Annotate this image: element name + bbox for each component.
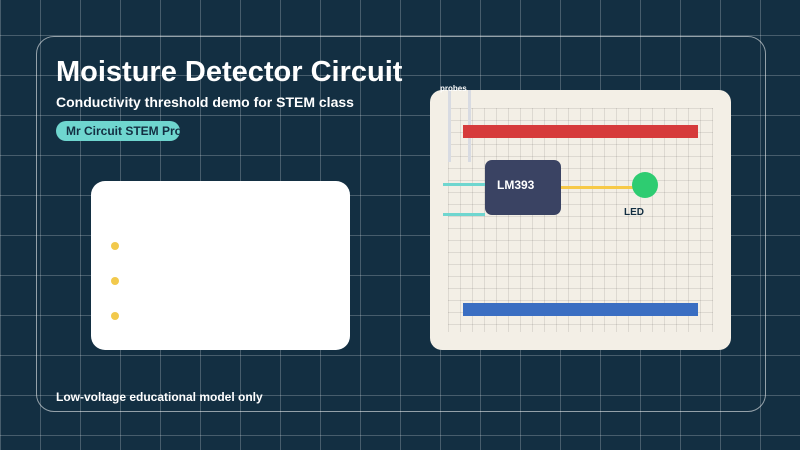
page-title: Moisture Detector Circuit bbox=[56, 56, 403, 88]
probes-label: probes bbox=[440, 84, 467, 93]
chip-label: LM393 bbox=[497, 178, 535, 192]
comparator-chip: LM393 bbox=[485, 160, 561, 215]
slide-frame bbox=[36, 36, 766, 412]
positive-rail bbox=[463, 125, 698, 138]
bullet-dot-3 bbox=[111, 312, 119, 320]
negative-rail bbox=[463, 303, 698, 316]
breadboard: LM393 LED bbox=[430, 90, 731, 350]
bullet-dot-1 bbox=[111, 242, 119, 250]
probe-wire-bottom bbox=[443, 213, 485, 216]
bullet-dot-2 bbox=[111, 277, 119, 285]
signal-wire bbox=[561, 186, 633, 189]
probe-wire-top bbox=[443, 183, 485, 186]
info-card bbox=[91, 181, 350, 350]
led-label: LED bbox=[624, 207, 644, 218]
author-badge: Mr Circuit STEM Pro bbox=[56, 121, 180, 141]
breadboard-grid bbox=[448, 108, 713, 332]
footer-note: Low-voltage educational model only bbox=[56, 390, 263, 404]
led-icon bbox=[632, 172, 658, 198]
probe-left bbox=[448, 90, 451, 162]
page-subtitle: Conductivity threshold demo for STEM cla… bbox=[56, 94, 354, 110]
